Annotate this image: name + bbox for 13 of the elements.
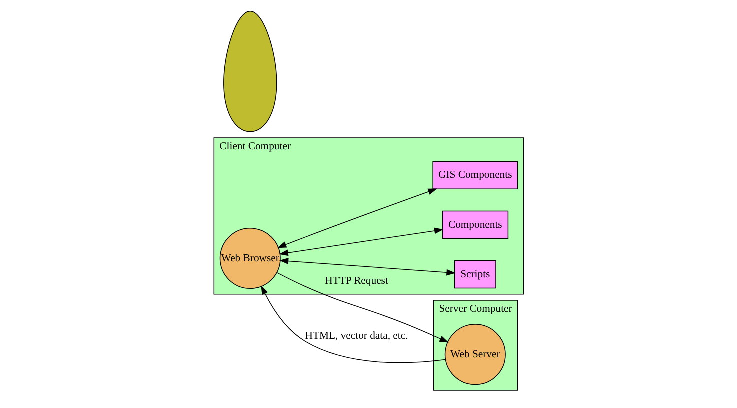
node-box: GIS Components [432,161,518,190]
node-box: Scripts [454,260,496,289]
arrow [260,285,446,364]
node-box: Components [442,210,508,240]
node-cloud [223,11,277,132]
arrow [277,188,437,248]
arrow [278,258,456,276]
edge-label: HTTP Request [324,274,388,287]
edge-label: HTML, vector data, etc. [304,330,408,342]
node-circle: Web Server [444,324,506,386]
node-circle: Web Browser [219,228,280,290]
arrow [276,272,448,343]
arrow [278,228,444,256]
